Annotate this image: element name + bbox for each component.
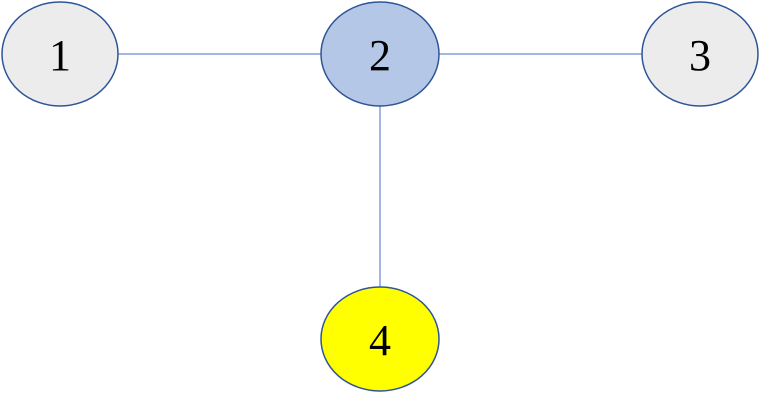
node-2-shape (320, 1, 440, 107)
node-3-shape (641, 1, 759, 107)
node-4-label: 4 (369, 316, 391, 365)
node-3-label: 3 (689, 31, 711, 80)
node-4: 4 (320, 286, 440, 392)
node-2: 2 (320, 1, 440, 107)
node-4-shape (320, 286, 440, 392)
node-1-shape (1, 1, 119, 107)
node-2-label: 2 (369, 31, 391, 80)
node-1: 1 (1, 1, 119, 107)
node-1-label: 1 (49, 31, 71, 80)
node-3: 3 (641, 1, 759, 107)
